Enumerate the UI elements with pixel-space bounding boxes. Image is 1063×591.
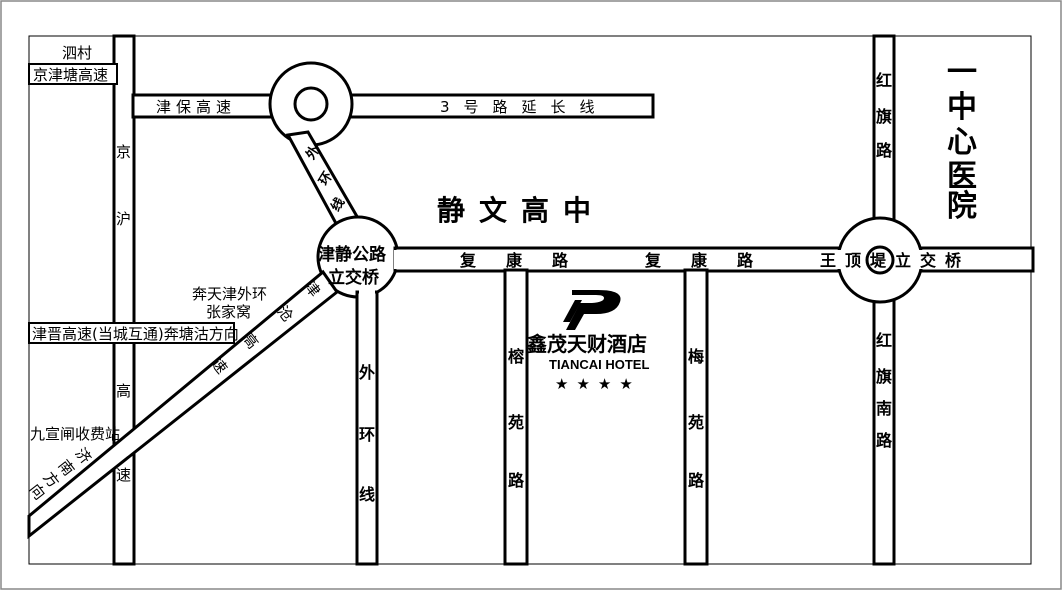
hotel-stars: ★★★★ xyxy=(555,375,641,393)
label-yizhongxin-2: 中 xyxy=(947,90,977,125)
label-jinghu-2: 沪 xyxy=(116,210,131,228)
junction-fill-4 xyxy=(916,250,926,269)
label-hongqi-south-1: 红 xyxy=(876,331,892,350)
label-hongqi-2: 旗 xyxy=(876,107,892,126)
label-hongqi-south-4: 路 xyxy=(876,431,893,450)
junction-fill-3 xyxy=(835,250,845,269)
label-rongyuan-3: 路 xyxy=(508,471,525,490)
road-jincang xyxy=(27,269,340,540)
label-waihuan-lower-1: 外 xyxy=(358,363,375,382)
label-zhangjiawo: 张家窝 xyxy=(206,303,251,321)
label-jingjintang: 京津塘高速 xyxy=(33,66,108,84)
hotel-name-en: TIANCAI HOTEL xyxy=(549,357,649,372)
hotel-logo-icon xyxy=(563,290,621,330)
box-jinjin xyxy=(28,322,235,344)
label-yizhongxin-5: 院 xyxy=(947,189,977,224)
label-jinjing-1: 津静公路 xyxy=(318,244,387,265)
label-waihuan-lower-2: 环 xyxy=(359,425,375,444)
label-fukang-1: 复康路 xyxy=(459,251,598,270)
label-jiuxuanzha: 九宣闸收费站 xyxy=(30,425,120,443)
label-jinbao: 津保高速 xyxy=(156,98,236,116)
box-jingjintang xyxy=(28,63,118,85)
roundabout-wangdingdi-center xyxy=(865,245,895,275)
junction-fill-1 xyxy=(394,250,400,269)
junction-fill-2 xyxy=(359,290,375,296)
road-jinghu xyxy=(112,34,136,566)
label-jinghu-su: 速 xyxy=(116,466,131,484)
label-hongqi-1: 红 xyxy=(876,71,892,90)
label-rongyuan-1: 榕 xyxy=(508,347,525,366)
label-hongqi-south-3: 南 xyxy=(876,399,892,418)
label-meiyuan-1: 梅 xyxy=(688,347,704,366)
label-jinghu-gao: 高 xyxy=(116,382,131,400)
label-hongqi-south-2: 旗 xyxy=(876,367,892,386)
label-meiyuan-2: 苑 xyxy=(687,413,704,432)
roundabout-north-center xyxy=(293,86,329,122)
label-sicun: 泗村 xyxy=(62,44,92,62)
label-bentianjin: 奔天津外环 xyxy=(192,285,267,303)
label-yizhongxin-4: 医 xyxy=(947,159,977,194)
road-rongyuan xyxy=(503,268,529,566)
label-fukang-2: 复康路 xyxy=(644,251,783,270)
road-meiyuan xyxy=(683,268,709,566)
label-yizhongxin-1: 一 xyxy=(947,55,977,90)
label-rongyuan-2: 苑 xyxy=(507,413,524,432)
label-road3: 3号路延长线 xyxy=(440,98,609,116)
label-wangdingdi: 王顶堤立交桥 xyxy=(820,251,970,270)
label-jinjin: 津晋高速(当城互通)奔塘沽方向 xyxy=(32,325,239,343)
label-waihuan-lower-3: 线 xyxy=(359,485,375,504)
hotel-name-cn: 鑫茂天财酒店 xyxy=(527,332,647,356)
label-meiyuan-3: 路 xyxy=(688,471,705,490)
label-jinjing-2: 立交桥 xyxy=(328,267,380,288)
label-yizhongxin-3: 心 xyxy=(947,125,977,160)
label-jinghu-1: 京 xyxy=(116,143,131,161)
label-hongqi-3: 路 xyxy=(876,141,893,160)
label-jingwen: 静文高中 xyxy=(437,194,605,227)
